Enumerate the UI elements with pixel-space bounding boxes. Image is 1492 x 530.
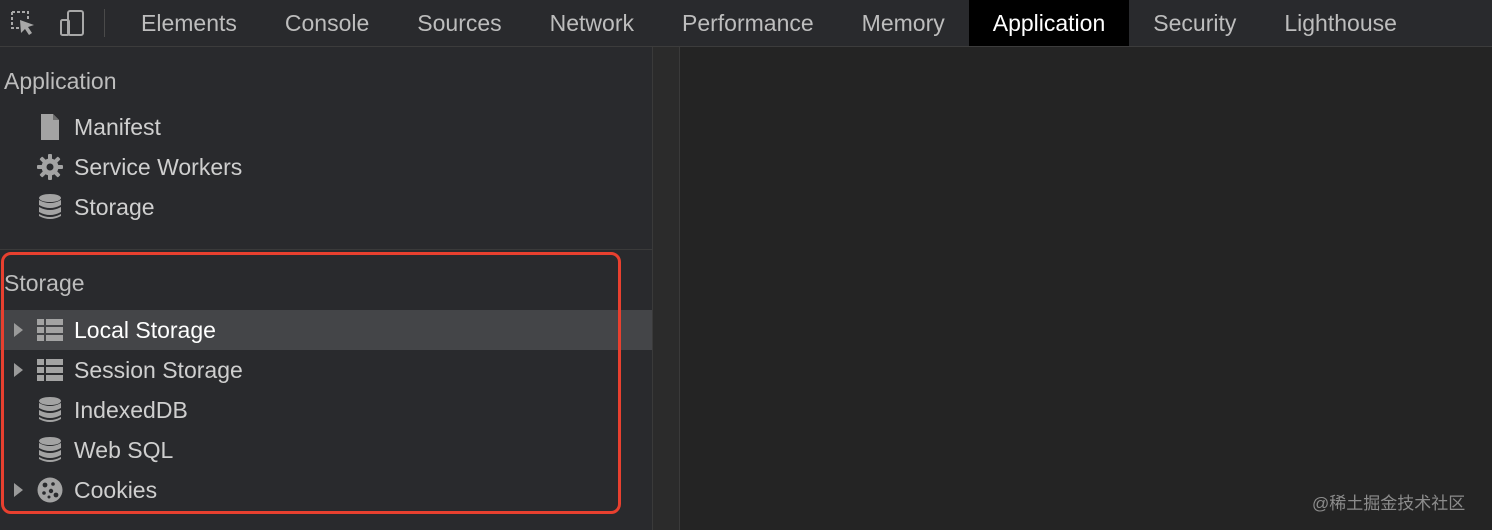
expand-arrow-icon[interactable] bbox=[14, 483, 23, 497]
section-divider bbox=[0, 249, 652, 250]
grid-icon bbox=[36, 356, 64, 384]
sidebar-item-service-workers[interactable]: Service Workers bbox=[0, 147, 652, 187]
sidebar-scrollbar[interactable] bbox=[652, 47, 680, 530]
sidebar-item-label: Storage bbox=[74, 193, 155, 220]
application-sidebar: Application Manifest bbox=[0, 47, 652, 530]
toolbar-separator bbox=[104, 9, 105, 37]
sidebar-item-label: Local Storage bbox=[74, 316, 216, 343]
expand-arrow-icon[interactable] bbox=[14, 363, 23, 377]
tab-memory[interactable]: Memory bbox=[861, 9, 945, 36]
tab-lighthouse[interactable]: Lighthouse bbox=[1284, 9, 1397, 36]
sidebar-item-manifest[interactable]: Manifest bbox=[0, 107, 652, 147]
tab-security[interactable]: Security bbox=[1153, 9, 1237, 36]
sidebar-item-session-storage[interactable]: Session Storage bbox=[0, 350, 652, 390]
sidebar-item-label: Manifest bbox=[74, 113, 161, 140]
database-icon bbox=[36, 436, 64, 464]
sidebar-item-cookies[interactable]: Cookies bbox=[0, 470, 652, 510]
cookie-icon bbox=[36, 476, 64, 504]
section-header-application: Application bbox=[4, 68, 117, 94]
database-icon bbox=[36, 193, 64, 221]
gear-icon bbox=[36, 153, 64, 181]
devtools-tab-bar: Elements Console Sources Network Perform… bbox=[0, 0, 1492, 47]
sidebar-item-storage[interactable]: Storage bbox=[0, 187, 652, 227]
inspect-element-button[interactable] bbox=[8, 7, 38, 39]
main-content-panel bbox=[681, 47, 1492, 530]
sidebar-item-local-storage[interactable]: Local Storage bbox=[0, 310, 652, 350]
sidebar-item-label: Service Workers bbox=[74, 153, 243, 180]
sidebar-item-indexeddb[interactable]: IndexedDB bbox=[0, 390, 652, 430]
tab-elements[interactable]: Elements bbox=[141, 9, 237, 36]
sidebar-item-web-sql[interactable]: Web SQL bbox=[0, 430, 652, 470]
tab-sources[interactable]: Sources bbox=[417, 9, 502, 36]
database-icon bbox=[36, 396, 64, 424]
grid-icon bbox=[36, 316, 64, 344]
tab-network[interactable]: Network bbox=[549, 9, 634, 36]
sidebar-item-label: Session Storage bbox=[74, 356, 243, 383]
expand-arrow-icon[interactable] bbox=[14, 323, 23, 337]
sidebar-item-label: Cookies bbox=[74, 476, 158, 503]
device-toggle-icon bbox=[60, 10, 84, 36]
tab-performance[interactable]: Performance bbox=[682, 9, 814, 36]
sidebar-item-label: IndexedDB bbox=[74, 396, 188, 423]
document-icon bbox=[36, 113, 64, 141]
tab-console[interactable]: Console bbox=[284, 9, 370, 36]
section-header-storage: Storage bbox=[4, 270, 85, 296]
sidebar-item-label: Web SQL bbox=[74, 436, 174, 463]
watermark-text: @稀土掘金技术社区 bbox=[1312, 494, 1466, 513]
device-toolbar-button[interactable] bbox=[58, 7, 88, 39]
cursor-select-icon bbox=[11, 11, 34, 35]
panel-tabs: Elements Console Sources Network Perform… bbox=[117, 0, 1421, 46]
tab-application[interactable]: Application bbox=[968, 0, 1130, 46]
toolbar-icons bbox=[0, 0, 104, 46]
